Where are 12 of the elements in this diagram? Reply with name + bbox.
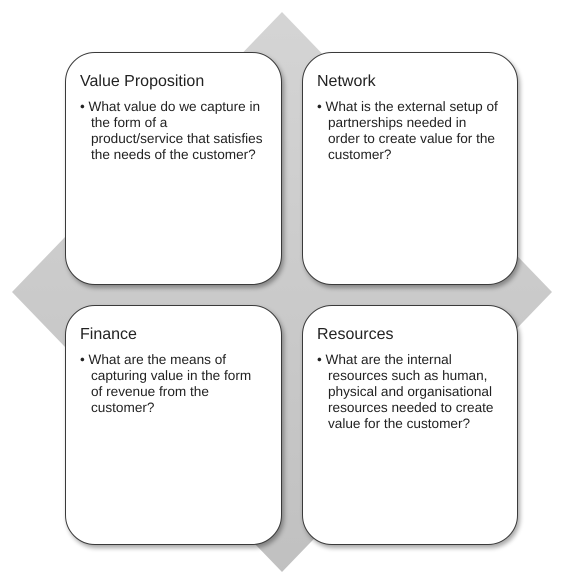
- card-heading: Network: [317, 73, 377, 91]
- bullet-text: • What value do we capture in the form of a product/service that satisfies the needs of the customer?: [80, 99, 264, 163]
- quadrant-card: [65, 305, 282, 545]
- quadrant-card: [302, 305, 518, 545]
- card-heading: Resources: [317, 326, 394, 344]
- bullet-text: • What are the means of capturing value in the form of revenue from the customer?: [80, 352, 252, 416]
- card-heading: Finance: [80, 326, 138, 344]
- quadrant-card: [65, 52, 282, 285]
- quadrant-card: [302, 52, 518, 285]
- bullet-text: • What is the external setup of partnerships needed in order to create value for the customer?: [317, 99, 499, 163]
- card-heading: Value Proposition: [80, 73, 206, 91]
- bullet-text: • What are the internal resources such as human, physical and organisational resources needed to create value for the customer?: [317, 352, 494, 432]
